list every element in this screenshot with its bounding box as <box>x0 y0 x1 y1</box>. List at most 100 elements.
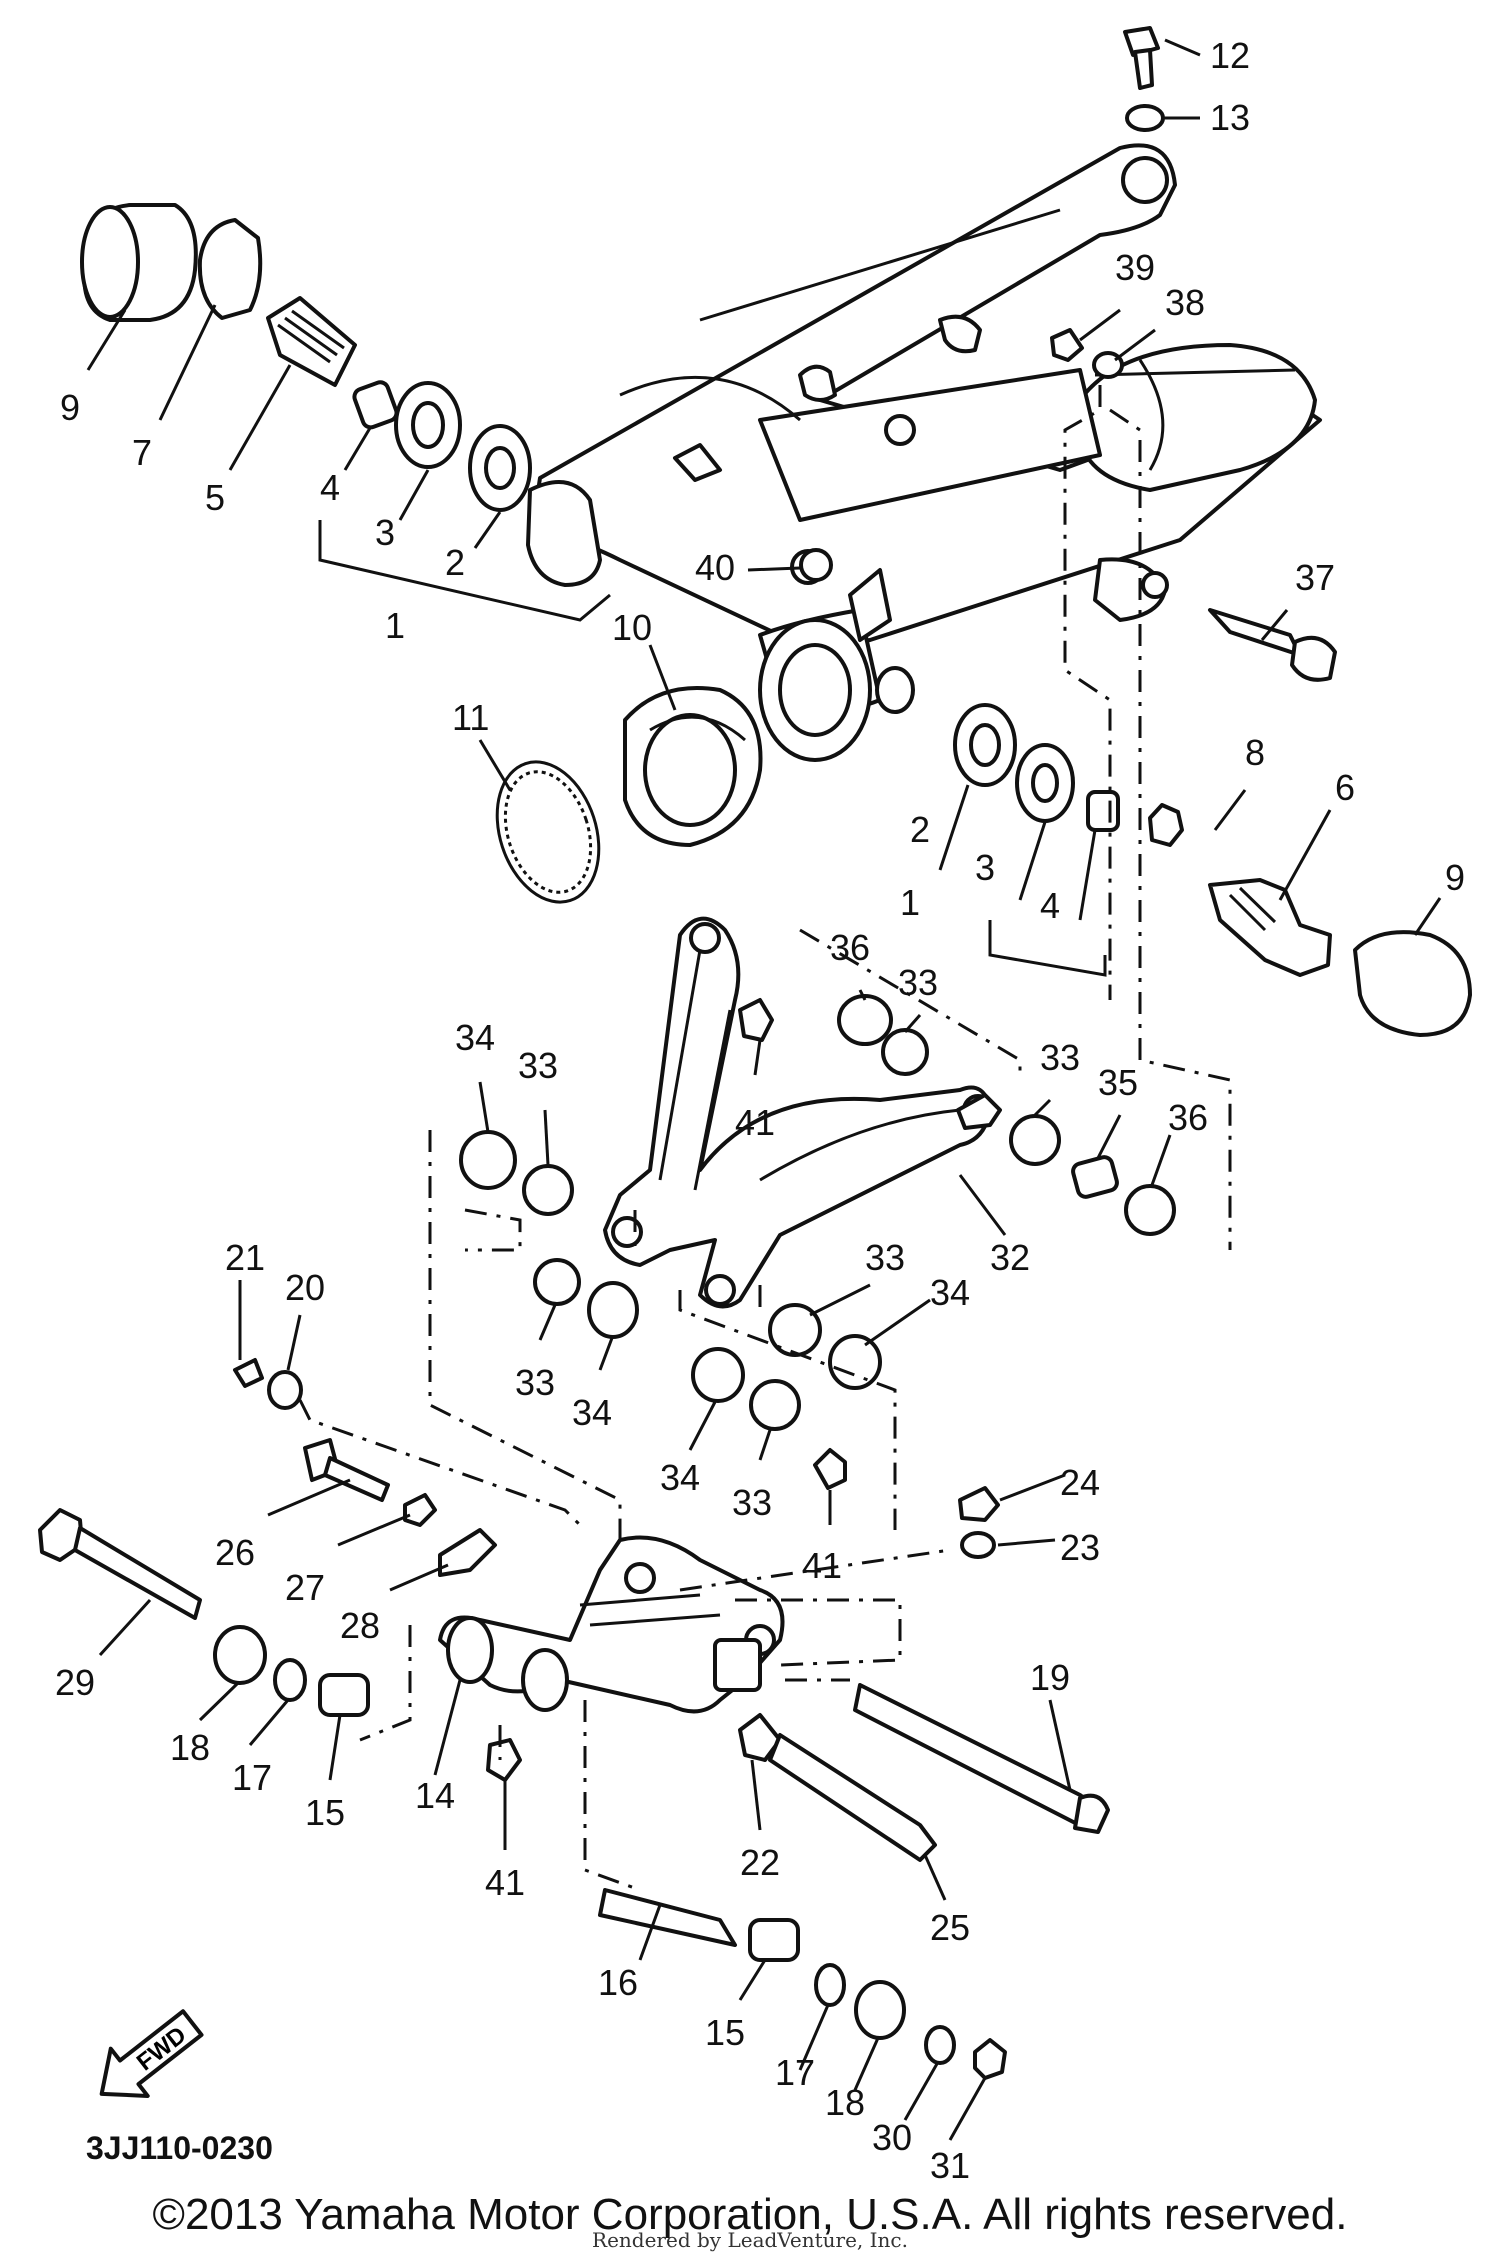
callout-31: 31 <box>930 2145 970 2186</box>
callout-3-left: 3 <box>375 512 395 553</box>
nut-21 <box>233 1358 264 1388</box>
seal-18b <box>854 1980 906 2040</box>
pin-35 <box>1071 1155 1119 1199</box>
callout-4-right: 4 <box>1040 885 1060 926</box>
callout-41b: 41 <box>802 1545 842 1586</box>
seal-ring-group <box>495 686 763 904</box>
callout-labels: 12 13 39 38 9 7 5 4 3 2 1 40 37 10 11 8 … <box>55 35 1465 2186</box>
bushing-15a <box>318 1673 370 1717</box>
callout-29: 29 <box>55 1662 95 1703</box>
relay-bushings <box>459 994 1176 1490</box>
plate-27 <box>403 1493 437 1527</box>
callout-7: 7 <box>132 432 152 473</box>
callout-4-left: 4 <box>320 467 340 508</box>
callout-1-left: 1 <box>385 605 405 646</box>
callout-10: 10 <box>612 607 652 648</box>
alignment-lines <box>298 385 1232 1892</box>
callout-24: 24 <box>1060 1462 1100 1503</box>
callout-17a: 17 <box>232 1757 272 1798</box>
callout-27: 27 <box>285 1567 325 1608</box>
forward-arrow-icon: FWD <box>99 2009 204 2098</box>
callout-15b: 15 <box>705 2012 745 2053</box>
rendered-by-notice: Rendered by LeadVenture, Inc. <box>592 2228 908 2252</box>
bushing-33d <box>533 1258 581 1306</box>
callout-33b: 33 <box>518 1045 558 1086</box>
callout-26: 26 <box>215 1532 255 1573</box>
nut-24b <box>958 1486 1000 1522</box>
seal-34c <box>828 1334 882 1390</box>
washer-30 <box>924 2025 956 2065</box>
callout-16: 16 <box>598 1962 638 2003</box>
washer-17b <box>814 1963 846 2007</box>
bushing-33e <box>768 1303 822 1357</box>
callout-33a: 33 <box>898 962 938 1003</box>
bolt-37 <box>1208 608 1302 657</box>
nut-31 <box>973 2038 1007 2080</box>
bolt-29-shank <box>73 1526 202 1620</box>
callout-41c: 41 <box>485 1862 525 1903</box>
top-fasteners <box>799 26 1165 582</box>
grommet-40 <box>799 548 833 582</box>
adjuster-6 <box>1208 878 1332 977</box>
callout-36a: 36 <box>830 927 870 968</box>
left-pivot-hardware <box>80 203 532 512</box>
right-pivot-hardware <box>953 608 1472 1037</box>
callout-33d: 33 <box>515 1362 555 1403</box>
bolt-41a <box>738 998 774 1042</box>
callout-39: 39 <box>1115 247 1155 288</box>
bushing-33a <box>881 1028 929 1076</box>
callout-34d: 34 <box>660 1457 700 1498</box>
callout-18a: 18 <box>170 1727 210 1768</box>
washer-13 <box>1125 104 1165 132</box>
leader-lines <box>86 38 1442 2141</box>
washer-20 <box>267 1370 303 1410</box>
callout-25: 25 <box>930 1907 970 1948</box>
connecting-rod-14 <box>438 1535 785 1714</box>
collar-4-right <box>1086 790 1120 832</box>
callout-9-left: 9 <box>60 387 80 428</box>
callout-33f: 33 <box>732 1482 772 1523</box>
callout-34b: 34 <box>572 1392 612 1433</box>
nut-7 <box>197 218 263 320</box>
bushing-33f <box>749 1379 801 1431</box>
callout-35: 35 <box>1098 1062 1138 1103</box>
collar-36a <box>837 994 893 1046</box>
callout-18b: 18 <box>825 2082 865 2123</box>
bolt-25 <box>768 1733 937 1862</box>
callout-30: 30 <box>872 2117 912 2158</box>
callout-3-right: 3 <box>975 847 995 888</box>
callout-37: 37 <box>1295 557 1335 598</box>
bushing-33c <box>1009 1114 1061 1166</box>
pin-16 <box>598 1888 737 1947</box>
copyright-notice: ©2013 Yamaha Motor Corporation, U.S.A. A… <box>152 2190 1348 2239</box>
callout-23: 23 <box>1060 1527 1100 1568</box>
washer-17a <box>273 1658 307 1702</box>
callout-34c: 34 <box>930 1272 970 1313</box>
bushing-15b <box>748 1918 800 1962</box>
nut-24 <box>956 1093 1002 1130</box>
callout-40: 40 <box>695 547 735 588</box>
callout-22: 22 <box>740 1842 780 1883</box>
callout-28: 28 <box>340 1605 380 1646</box>
callout-11: 11 <box>452 697 489 738</box>
nut-39 <box>1050 328 1084 362</box>
callout-9-right: 9 <box>1445 857 1465 898</box>
callout-41a: 41 <box>735 1102 775 1143</box>
callout-21: 21 <box>225 1237 265 1278</box>
callout-8: 8 <box>1245 732 1265 773</box>
callout-2-right: 2 <box>910 809 930 850</box>
seal-34d <box>691 1347 745 1403</box>
callout-32: 32 <box>990 1237 1030 1278</box>
callout-6: 6 <box>1335 767 1355 808</box>
callout-13: 13 <box>1210 97 1250 138</box>
callout-1-right: 1 <box>900 882 920 923</box>
callout-36b: 36 <box>1168 1097 1208 1138</box>
lockwasher-8 <box>1148 803 1184 847</box>
callout-5: 5 <box>205 477 225 518</box>
bracket-28 <box>438 1528 497 1577</box>
diagram-code: 3JJ110-0230 <box>86 2130 273 2166</box>
callout-12: 12 <box>1210 35 1250 76</box>
callout-33e: 33 <box>865 1237 905 1278</box>
